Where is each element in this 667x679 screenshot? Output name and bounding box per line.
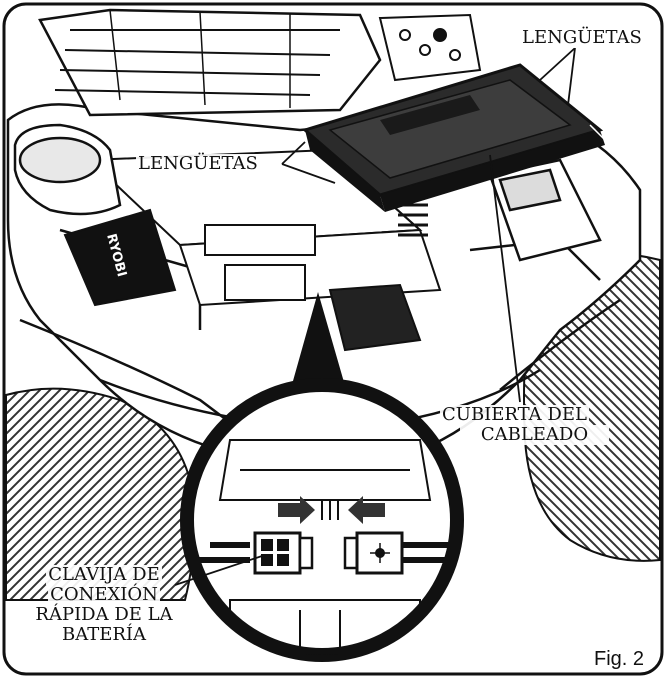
control-panel	[378, 13, 482, 82]
cup-holder	[13, 123, 122, 216]
dark-component	[328, 283, 422, 352]
figure-label: Fig. 2	[594, 648, 645, 670]
wiring-cover-label-line1: CUBIERTA DEL	[440, 404, 589, 425]
tabs-label-left: LENGÜETAS	[136, 153, 260, 174]
raised-seat	[38, 8, 382, 117]
quick-connect-label-line1: CLAVIJA DE	[46, 564, 162, 585]
arrow-right-icon	[278, 496, 315, 524]
arrow-left-icon	[348, 496, 385, 524]
ryobi-pod: RYOBI	[63, 208, 177, 307]
quick-connect-label-line4: BATERÍA	[59, 624, 149, 645]
tabs-label-top-right: LENGÜETAS	[520, 27, 644, 48]
wiring-cover-label-line2: CABLEADO	[460, 425, 609, 445]
gap-lines	[321, 500, 339, 520]
leader-lines	[174, 47, 576, 586]
wiring-cover-label: CUBIERTA DEL CABLEADO	[440, 404, 609, 445]
quick-connect-label-line2: CONEXIÓN	[48, 584, 160, 605]
quick-connect-label: CLAVIJA DE CONEXIÓN RÁPIDA DE LA BATERÍA	[14, 565, 194, 645]
magnified-detail	[180, 378, 464, 662]
quick-connect-label-line3: RÁPIDA DE LA	[33, 604, 175, 625]
